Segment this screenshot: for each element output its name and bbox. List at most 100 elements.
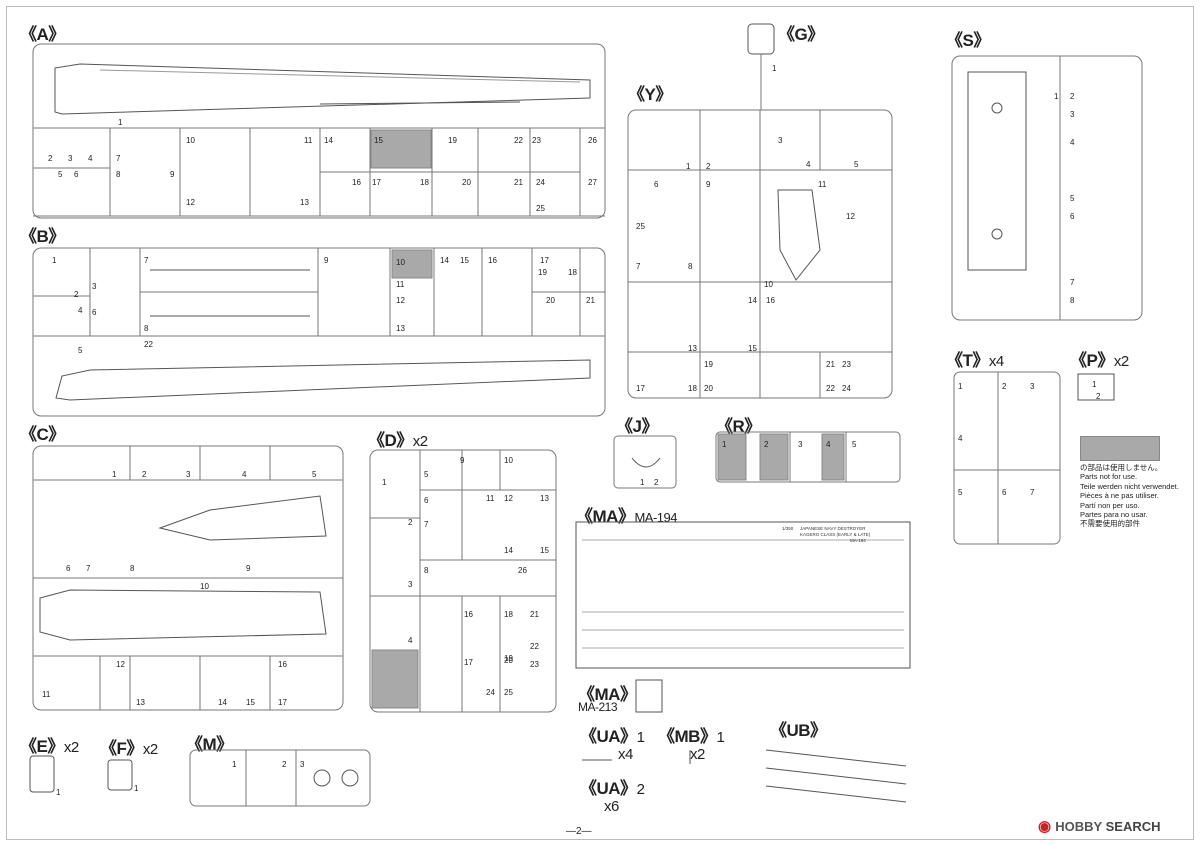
part-number-a-16: 16: [352, 178, 361, 187]
part-number-d-13: 13: [540, 494, 549, 503]
part-number-s-7: 7: [1070, 278, 1075, 287]
part-number-y-25: 25: [636, 222, 645, 231]
part-number-t-5: 5: [958, 488, 963, 497]
part-number-y-21: 21: [826, 360, 835, 369]
part-number-d-22: 22: [530, 642, 539, 651]
part-number-d-25: 25: [504, 688, 513, 697]
part-number-c-13: 13: [136, 698, 145, 707]
hull-a: [54, 63, 591, 115]
ua1-mult: x4: [618, 746, 633, 763]
part-number-c-4: 4: [242, 470, 247, 479]
part-g1: [747, 23, 775, 55]
unused-part-d4: [371, 649, 419, 709]
part-number-y-1: 1: [686, 162, 691, 171]
sprue-a-frame: [32, 43, 606, 219]
part-number-b-19: 19: [538, 268, 547, 277]
part-number-c-9: 9: [246, 564, 251, 573]
part-number-a-25: 25: [536, 204, 545, 213]
sprue-m-frame: [189, 749, 371, 807]
part-number-b-13: 13: [396, 324, 405, 333]
part-number-d-8: 8: [424, 566, 429, 575]
part-p: [1077, 373, 1115, 401]
part-number-c-3: 3: [186, 470, 191, 479]
part-number-c-5: 5: [312, 470, 317, 479]
sprue-b-label: 《B》: [20, 227, 65, 246]
sprue-ua1-label: 《UA》1: [580, 727, 645, 746]
part-number-d-10: 10: [504, 456, 513, 465]
part-number-b-2: 2: [74, 290, 79, 299]
sprue-d-label: 《D》x2: [368, 431, 428, 450]
sprue-g-label: 《G》: [778, 25, 824, 44]
pe-scale: 1/350: [782, 526, 794, 531]
sprue-y-label: 《Y》: [628, 85, 672, 104]
part-number-d-4: 4: [408, 636, 413, 645]
part-number-t-3: 3: [1030, 382, 1035, 391]
part-number-y-3: 3: [778, 136, 783, 145]
part-number-s-8: 8: [1070, 296, 1075, 305]
sprue-c-label: 《C》: [20, 425, 65, 444]
part-number-d-18: 18: [504, 610, 513, 619]
part-number-a-5: 5: [58, 170, 63, 179]
part-number-b-21: 21: [586, 296, 595, 305]
part-number-a-6: 6: [74, 170, 79, 179]
part-number-y-14: 14: [748, 296, 757, 305]
part-number-c-16: 16: [278, 660, 287, 669]
part-number-a-27: 27: [588, 178, 597, 187]
part-number-b-20: 20: [546, 296, 555, 305]
sprue-t-label: 《T》x4: [946, 351, 1004, 370]
part-number-a-1: 1: [118, 118, 123, 127]
part-number-r-4: 4: [826, 440, 831, 449]
part-number-d-1: 1: [382, 478, 387, 487]
part-number-c-15: 15: [246, 698, 255, 707]
part-number-t-4: 4: [958, 434, 963, 443]
part-number-p-1: 1: [1092, 380, 1097, 389]
part-number-c-10: 10: [200, 582, 209, 591]
page-frame: [6, 6, 1194, 840]
part-number-r-3: 3: [798, 440, 803, 449]
part-number-a-17: 17: [372, 178, 381, 187]
part-number-s-4: 4: [1070, 138, 1075, 147]
part-number-b-12: 12: [396, 296, 405, 305]
part-number-d-9: 9: [460, 456, 465, 465]
part-number-b-3: 3: [92, 282, 97, 291]
part-number-d-26: 26: [518, 566, 527, 575]
part-number-s-5: 5: [1070, 194, 1075, 203]
part-number-a-4: 4: [88, 154, 93, 163]
sprue-s-frame: [951, 55, 1143, 321]
part-number-y-20: 20: [704, 384, 713, 393]
part-number-d-21: 21: [530, 610, 539, 619]
sprue-p-label: 《P》x2: [1070, 351, 1129, 370]
part-number-d-3: 3: [408, 580, 413, 589]
part-number-a-8: 8: [116, 170, 121, 179]
sprue-j-frame: [613, 435, 677, 489]
sprue-m-label: 《M》: [186, 735, 233, 754]
part-number-b-5: 5: [78, 346, 83, 355]
part-number-a-15: 15: [374, 136, 383, 145]
pe-subtitle: KAGERO CLASS (EARLY & LATE): [800, 532, 871, 537]
pe-title: JAPANESE NAVY DESTROYER: [800, 526, 866, 531]
part-number-t-1: 1: [958, 382, 963, 391]
unused-parts-swatch: [1080, 436, 1160, 461]
part-number-y-4: 4: [806, 160, 811, 169]
photo-etch-ma194: [575, 521, 911, 669]
part-number-s-1: 1: [1054, 92, 1059, 101]
part-number-d-20: 20: [504, 656, 513, 665]
unused-part-r2: [759, 433, 789, 481]
sprue-e-label: 《E》x2: [20, 737, 79, 756]
part-number-b-8: 8: [144, 324, 149, 333]
part-number-g-1: 1: [772, 64, 777, 73]
part-number-j-1: 1: [640, 478, 645, 487]
part-number-c-1: 1: [112, 470, 117, 479]
unused-part-a15: [370, 129, 432, 169]
part-number-r-5: 5: [852, 440, 857, 449]
sprue-r-frame: [715, 431, 901, 483]
sprue-s-label: 《S》: [946, 31, 990, 50]
part-number-y-24: 24: [842, 384, 851, 393]
part-number-a-11: 11: [304, 136, 313, 145]
part-number-a-24: 24: [536, 178, 545, 187]
part-number-d-12: 12: [504, 494, 513, 503]
part-number-y-23: 23: [842, 360, 851, 369]
part-number-c-12: 12: [116, 660, 125, 669]
part-number-d-19: 19: [504, 654, 513, 663]
